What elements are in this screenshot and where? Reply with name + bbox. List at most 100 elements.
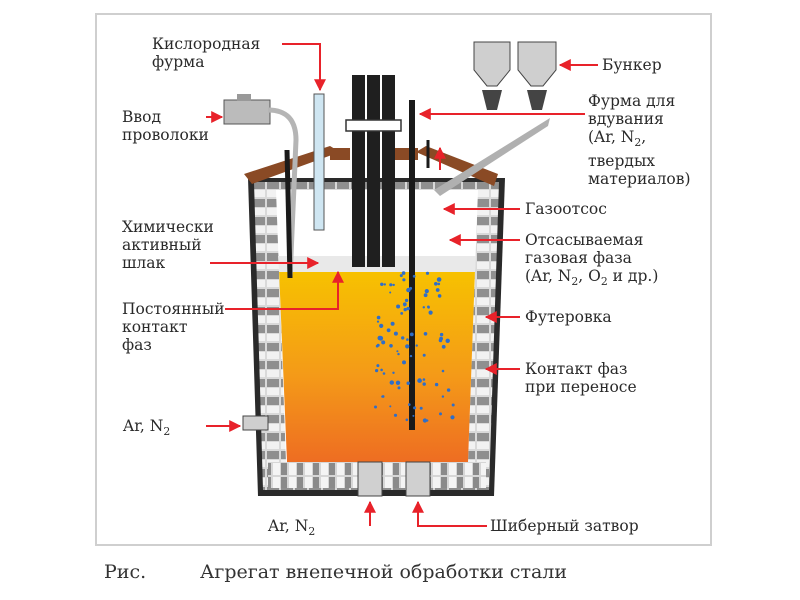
gas-bubble (393, 331, 398, 336)
wire-feed-device (223, 99, 271, 125)
gas-bubble (423, 293, 428, 298)
caption-prefix: Рис. (104, 561, 147, 583)
gas-bubble (397, 386, 401, 390)
electrodes (345, 75, 402, 267)
label-extracted-gas: Отсасываемая газовая фаза (Ar, N2, O2 и … (525, 231, 659, 289)
gas-bubble (392, 283, 395, 287)
gas-bubble (412, 274, 416, 278)
hoppers (434, 41, 557, 196)
gas-bubble (380, 368, 383, 372)
gas-bubble (422, 378, 426, 381)
gas-bubble (400, 312, 404, 315)
gas-bubble (417, 378, 422, 383)
gas-bubble (439, 336, 443, 341)
gas-bubble (381, 340, 386, 345)
gas-bubble (403, 307, 407, 312)
gas-bubble (422, 382, 426, 386)
gas-bubble (393, 413, 398, 417)
gas-bubble (376, 364, 380, 368)
label-chemical-slag: Химически активный шлак (122, 218, 214, 272)
gas-bubble (392, 371, 395, 374)
gas-bubble (412, 414, 415, 417)
gas-bubble (409, 286, 413, 290)
gas-bubble (450, 415, 455, 420)
caption-title: Агрегат внепечной обработки стали (200, 561, 568, 583)
gas-bubble (383, 283, 386, 286)
gas-bubble (419, 406, 423, 410)
gas-bubble (441, 344, 446, 349)
gas-bubble (389, 344, 393, 348)
gas-bubble (406, 306, 410, 311)
gas-bubble (408, 403, 411, 406)
gas-bubble (415, 344, 418, 347)
gas-bubble (390, 321, 395, 326)
gas-bubble (446, 388, 451, 392)
gas-bubble (434, 282, 438, 286)
oxygen-lance (313, 93, 325, 231)
gas-bubble (436, 277, 442, 282)
wire-rod (284, 149, 293, 279)
gas-bubble (396, 350, 399, 353)
label-arrows (206, 43, 598, 527)
gas-bubble (451, 403, 455, 407)
blowing-lance (409, 100, 415, 430)
gas-bubble (437, 282, 441, 286)
gas-bubble (427, 305, 430, 309)
gas-bubble (406, 381, 410, 385)
gas-bubbles (374, 271, 455, 423)
label-slide-gate: Шиберный затвор (490, 517, 639, 535)
gas-bubble (389, 291, 392, 294)
gas-bubble (396, 304, 401, 309)
label-lining: Футеровка (525, 308, 612, 326)
bottom-devices (357, 461, 431, 497)
side-gas-plug (242, 415, 269, 431)
gas-bubble (413, 406, 417, 410)
gas-bubble (437, 294, 442, 298)
gas-bubble (422, 306, 425, 309)
label-wire-feed: Ввод проволоки (122, 108, 209, 144)
gas-bubble (439, 332, 444, 337)
gas-bubble (425, 271, 430, 275)
gas-bubble (403, 304, 406, 307)
gas-bubble (409, 354, 413, 358)
gas-bubble (376, 320, 380, 323)
gas-bubble (377, 335, 383, 341)
gas-bubble (399, 274, 403, 278)
gas-bubble (401, 336, 405, 340)
gas-bubble (397, 352, 400, 356)
gas-bubble (426, 419, 429, 422)
gas-bubble (441, 395, 445, 398)
gas-bubble (445, 338, 450, 343)
gas-bubble (424, 289, 429, 294)
label-transfer-contact: Контакт фаз при переносе (525, 360, 637, 396)
gas-bubble (386, 328, 391, 333)
gas-bubble (439, 412, 442, 416)
label-blowing-lance: Фурма для вдувания (Ar, N2, твердых мате… (588, 92, 691, 189)
gas-bubble (402, 360, 406, 365)
label-phase-contact: Постоянный контакт фаз (122, 300, 225, 354)
gas-bubble (406, 338, 409, 341)
gas-bubble (382, 372, 386, 375)
gas-bubble (375, 369, 379, 373)
gas-bubble (381, 395, 385, 398)
gas-bubble (434, 382, 439, 387)
gas-bubble (428, 310, 433, 315)
gas-bubble (422, 353, 426, 357)
gas-bubble (374, 405, 377, 409)
label-gas-exhaust: Газоотсос (525, 200, 607, 218)
gas-bubble (404, 298, 409, 303)
gas-bubble (389, 283, 393, 287)
label-gas-in-left: Ar, N2 (123, 417, 171, 439)
gas-bubble (405, 418, 409, 422)
gas-bubble (435, 288, 440, 292)
label-hopper: Бункер (602, 56, 662, 74)
gas-bubble (409, 332, 414, 337)
label-gas-in-bottom: Ar, N2 (268, 517, 316, 539)
gas-bubble (389, 405, 392, 408)
gas-bubble (389, 380, 394, 385)
gas-bubble (441, 369, 445, 373)
gas-bubble (376, 315, 381, 320)
gas-bubble (379, 323, 384, 328)
gas-bubble (401, 271, 406, 275)
